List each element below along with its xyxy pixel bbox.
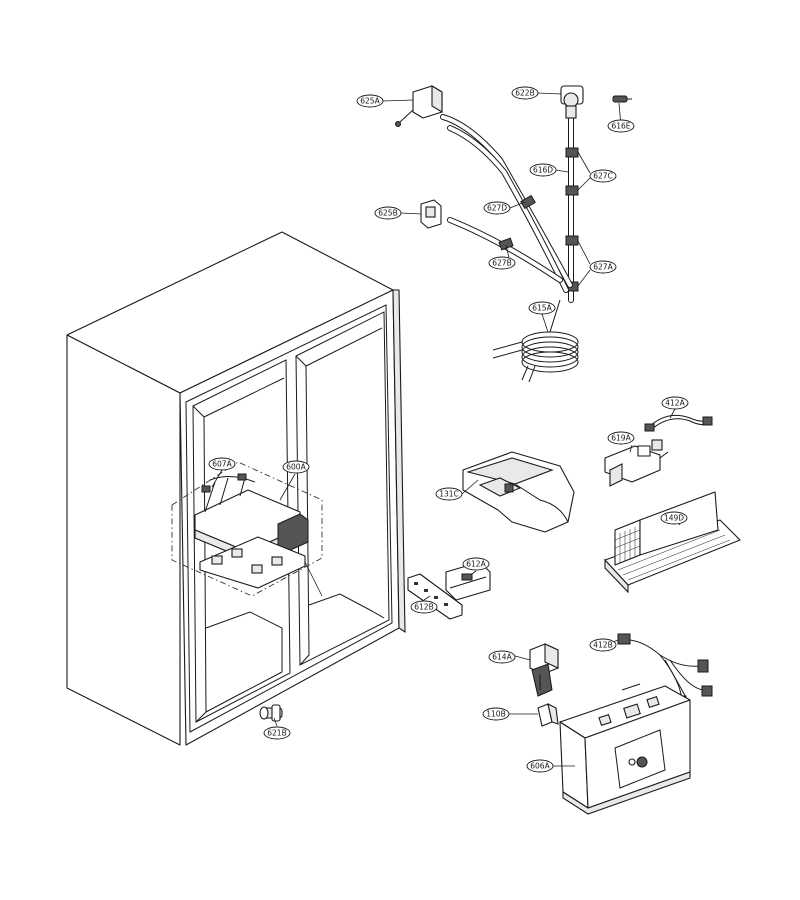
callout-131c: 131C	[435, 487, 463, 501]
callout-612a: 612A	[462, 557, 490, 571]
callout-619a: 619A	[607, 431, 635, 445]
part-625b	[420, 199, 442, 229]
callout-600a: 600A	[282, 460, 310, 474]
callout-622b: 622B	[511, 86, 539, 100]
refrigerator-cabinet	[66, 231, 406, 746]
callout-614a: 614A	[488, 650, 516, 664]
callout-labels: 625A 622B 616E 616D 627C 625B 627D 627B	[208, 86, 689, 773]
callout-110b-label: 110B	[486, 710, 505, 719]
part-412a-wire-harness	[644, 414, 713, 432]
callout-612b: 612B	[410, 600, 438, 614]
callout-619a-label: 619A	[611, 434, 631, 443]
part-622b	[560, 85, 584, 119]
callout-606a: 606A	[526, 759, 554, 773]
callout-110b: 110B	[482, 707, 510, 721]
callout-149d: 149D	[660, 511, 688, 525]
callout-131c-label: 131C	[439, 490, 459, 499]
part-110b-clip	[537, 702, 559, 727]
part-621b-fitting	[259, 704, 283, 722]
callout-627c: 627C	[589, 169, 617, 183]
water-tubing-assembly	[440, 107, 579, 383]
part-149d-drip-tray	[604, 491, 741, 594]
part-612b	[407, 573, 463, 620]
callout-607a: 607A	[208, 457, 236, 471]
callout-616e-label: 616E	[611, 122, 630, 131]
callout-412a: 412A	[661, 396, 689, 410]
callout-614a-label: 614A	[492, 653, 512, 662]
leader-lines	[211, 92, 681, 767]
callout-606a-label: 606A	[530, 762, 550, 771]
callout-627d: 627D	[483, 201, 511, 215]
part-616e	[612, 95, 632, 103]
callout-600a-label: 600A	[286, 463, 306, 472]
callout-412a-label: 412A	[665, 399, 685, 408]
callout-616d-label: 616D	[533, 166, 553, 175]
callout-615a: 615A	[528, 301, 556, 315]
callout-616d: 616D	[529, 163, 557, 177]
callout-616e: 616E	[607, 119, 635, 133]
callout-627a-label: 627A	[593, 263, 613, 272]
callout-149d-label: 149D	[664, 514, 684, 523]
part-131c-dispenser-funnel	[462, 451, 575, 533]
callout-621b-label: 621B	[267, 729, 286, 738]
callout-627a: 627A	[589, 260, 617, 274]
callout-412b: 412B	[589, 638, 617, 652]
callout-627d-label: 627D	[487, 204, 507, 213]
part-625a	[395, 85, 443, 127]
part-619a-water-valve	[604, 439, 669, 487]
callout-615a-label: 615A	[532, 304, 552, 313]
callout-621b: 621B	[263, 726, 291, 740]
callout-627c-label: 627C	[593, 172, 613, 181]
callout-622b-label: 622B	[515, 89, 534, 98]
callout-627b-label: 627B	[492, 259, 511, 268]
callout-625b-label: 625B	[378, 209, 397, 218]
callout-625a-label: 625A	[360, 97, 380, 106]
part-606a-housing	[559, 683, 691, 815]
callout-625a: 625A	[356, 94, 384, 108]
ice-maker-assembly	[171, 461, 323, 597]
callout-612a-label: 612A	[466, 560, 486, 569]
callout-612b-label: 612B	[414, 603, 433, 612]
callout-607a-label: 607A	[212, 460, 232, 469]
callout-412b-label: 412B	[593, 641, 612, 650]
part-614a-solenoid	[529, 643, 559, 697]
callout-627b: 627B	[488, 256, 516, 270]
callout-625b: 625B	[374, 206, 402, 220]
